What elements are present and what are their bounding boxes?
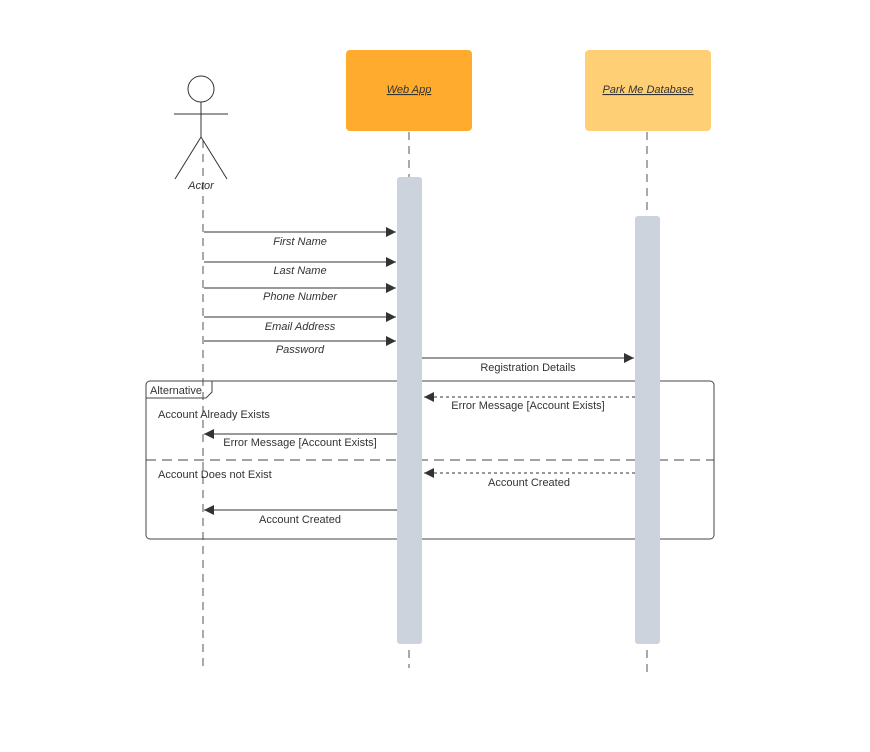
- database-box: [585, 50, 711, 131]
- alt-fragment-operator: Alternative: [150, 385, 202, 397]
- message-actor-account-created-label: Account Created: [259, 514, 341, 526]
- actor-label: Actor: [187, 180, 215, 192]
- message-password-label: Password: [276, 344, 325, 356]
- actor-figure: [174, 75, 228, 180]
- message-registration-details-label: Registration Details: [480, 362, 576, 374]
- message-db-account-created-label: Account Created: [488, 477, 570, 489]
- web-app-box: [346, 50, 472, 131]
- alt-condition-exists: Account Already Exists: [158, 409, 270, 421]
- message-actor-error-label: Error Message [Account Exists]: [223, 437, 376, 449]
- alt-condition-not-exists: Account Does not Exist: [158, 469, 272, 481]
- web-app-activation: [397, 177, 422, 644]
- alt-fragment-tab: [146, 381, 213, 399]
- database-activation: [635, 216, 660, 644]
- database-label: Park Me Database: [602, 84, 693, 96]
- message-db-error-label: Error Message [Account Exists]: [451, 400, 604, 412]
- message-last-name-label: Last Name: [273, 265, 326, 277]
- message-phone-number-label: Phone Number: [263, 291, 338, 303]
- message-email-address-label: Email Address: [265, 321, 336, 333]
- web-app-label: Web App: [387, 84, 432, 96]
- message-first-name-label: First Name: [273, 236, 327, 248]
